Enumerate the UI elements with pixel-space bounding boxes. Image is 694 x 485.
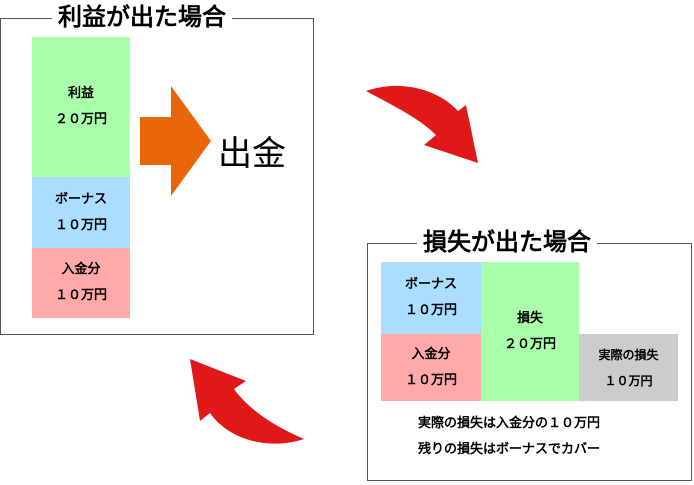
withdraw-label: 出金: [218, 134, 286, 174]
profit-bonus-label: ボーナス: [54, 191, 107, 207]
profit-bonus-amount: １０万円: [54, 217, 107, 233]
loss-block: 損失 ２０万円: [481, 262, 579, 401]
loss-deposit-label: 入金分: [411, 346, 451, 362]
loss-block-amount: ２０万円: [503, 336, 556, 352]
loss-block-label: 損失: [516, 310, 543, 326]
profit-block: 利益 ２０万円: [32, 37, 130, 177]
profit-deposit-label: 入金分: [61, 262, 101, 277]
curved-arrow-up-icon: [190, 359, 304, 444]
loss-note-line1: 実際の損失は入金分の１０万円: [418, 416, 601, 431]
actual-loss-label: 実際の損失: [598, 347, 659, 362]
loss-bonus-amount: １０万円: [404, 303, 457, 318]
profit-deposit-block: 入金分 １０万円: [32, 248, 130, 318]
loss-bonus-block: ボーナス １０万円: [381, 262, 481, 334]
actual-loss-block: 実際の損失 １０万円: [579, 334, 678, 401]
profit-case-title: 利益が出た場合: [52, 2, 232, 32]
curved-arrow-down-icon: [366, 85, 478, 163]
profit-bonus-block: ボーナス １０万円: [32, 177, 130, 248]
loss-bonus-label: ボーナス: [404, 277, 457, 292]
loss-deposit-block: 入金分 １０万円: [381, 334, 481, 401]
profit-deposit-amount: １０万円: [54, 288, 107, 303]
loss-case-title: 損失が出た場合: [417, 227, 597, 257]
loss-note-line2: 残りの損失はボーナスでカバー: [418, 442, 601, 457]
withdraw-arrow-icon: [140, 86, 211, 196]
actual-loss-amount: １０万円: [604, 373, 653, 388]
profit-block-label: 利益: [67, 86, 94, 101]
profit-block-amount: ２０万円: [54, 112, 107, 127]
loss-deposit-amount: １０万円: [404, 372, 457, 388]
